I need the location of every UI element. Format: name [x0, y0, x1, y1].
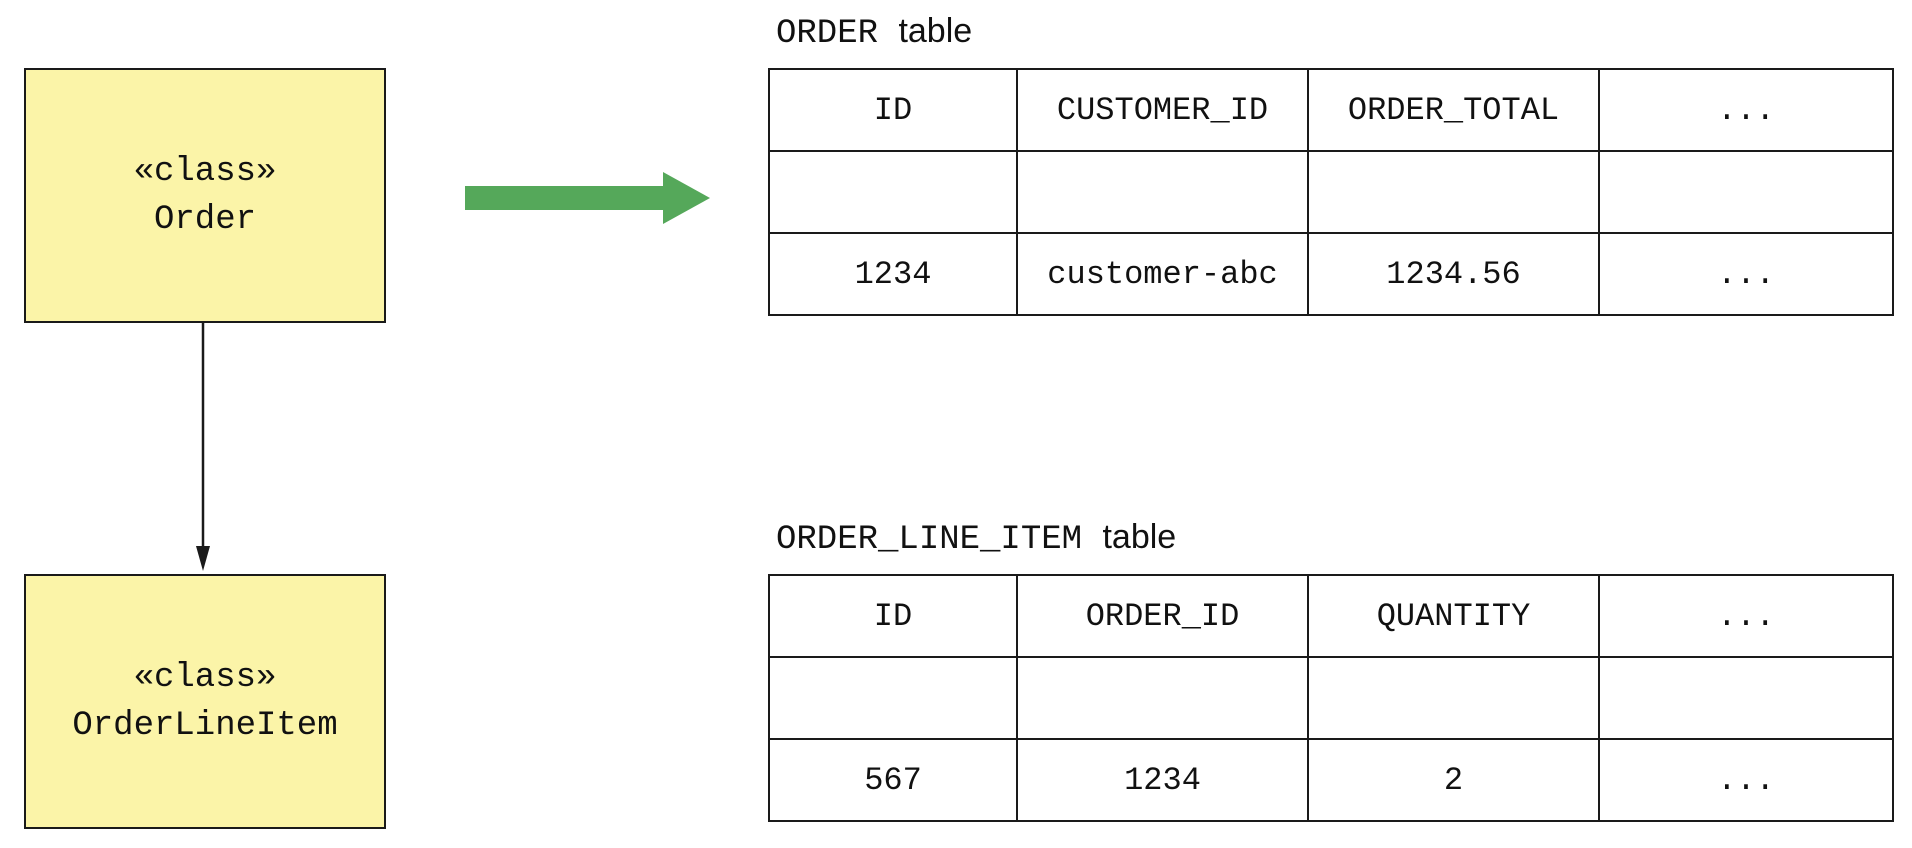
- table-cell: customer-abc: [1016, 232, 1309, 316]
- column-header: ID: [768, 574, 1018, 658]
- table-cell: 1234: [768, 232, 1018, 316]
- table-cell: ...: [1598, 738, 1894, 822]
- table-row: [768, 656, 1894, 740]
- table-cell: [1598, 150, 1894, 234]
- column-header: CUSTOMER_ID: [1016, 68, 1309, 152]
- order-line-item-table-suffix: table: [1102, 518, 1177, 556]
- table-cell: 1234.56: [1307, 232, 1600, 316]
- order-table-title: ORDER table: [776, 11, 972, 54]
- class-order-box: «class» Order: [24, 68, 386, 323]
- table-cell: ...: [1598, 232, 1894, 316]
- table-cell: [768, 656, 1018, 740]
- column-header: ID: [768, 68, 1018, 152]
- association-arrow: [196, 323, 210, 571]
- table-cell: [1307, 656, 1600, 740]
- order-table-name: ORDER: [776, 15, 879, 53]
- class-orderlineitem-name: OrderLineItem: [72, 706, 338, 745]
- order-line-item-table: ID ORDER_ID QUANTITY ... 567 1234 2 ...: [768, 574, 1894, 822]
- table-cell: [1598, 656, 1894, 740]
- order-line-item-table-name: ORDER_LINE_ITEM: [776, 521, 1083, 559]
- table-cell: [768, 150, 1018, 234]
- column-header: ...: [1598, 574, 1894, 658]
- column-header: ORDER_ID: [1016, 574, 1309, 658]
- table-header-row: ID CUSTOMER_ID ORDER_TOTAL ...: [768, 68, 1894, 152]
- table-cell: [1016, 150, 1309, 234]
- column-header: ...: [1598, 68, 1894, 152]
- table-cell: [1307, 150, 1600, 234]
- order-line-item-table-title: ORDER_LINE_ITEM table: [776, 517, 1176, 560]
- mapping-arrow-shaft: [465, 186, 665, 210]
- table-cell: 1234: [1016, 738, 1309, 822]
- mapping-arrow: [465, 172, 710, 224]
- table-header-row: ID ORDER_ID QUANTITY ...: [768, 574, 1894, 658]
- table-cell: 2: [1307, 738, 1600, 822]
- table-cell: 567: [768, 738, 1018, 822]
- table-row: 1234 customer-abc 1234.56 ...: [768, 232, 1894, 316]
- class-order-name: Order: [153, 200, 257, 239]
- down-arrow-icon: [196, 546, 210, 571]
- class-orderlineitem-stereotype: «class»: [133, 658, 277, 697]
- table-row: [768, 150, 1894, 234]
- column-header: QUANTITY: [1307, 574, 1600, 658]
- class-orderlineitem-box: «class» OrderLineItem: [24, 574, 386, 829]
- order-table-suffix: table: [898, 12, 973, 50]
- class-order-stereotype: «class»: [133, 152, 277, 191]
- table-cell: [1016, 656, 1309, 740]
- order-table: ID CUSTOMER_ID ORDER_TOTAL ... 1234 cust…: [768, 68, 1894, 316]
- table-row: 567 1234 2 ...: [768, 738, 1894, 822]
- column-header: ORDER_TOTAL: [1307, 68, 1600, 152]
- right-arrow-icon: [663, 172, 710, 224]
